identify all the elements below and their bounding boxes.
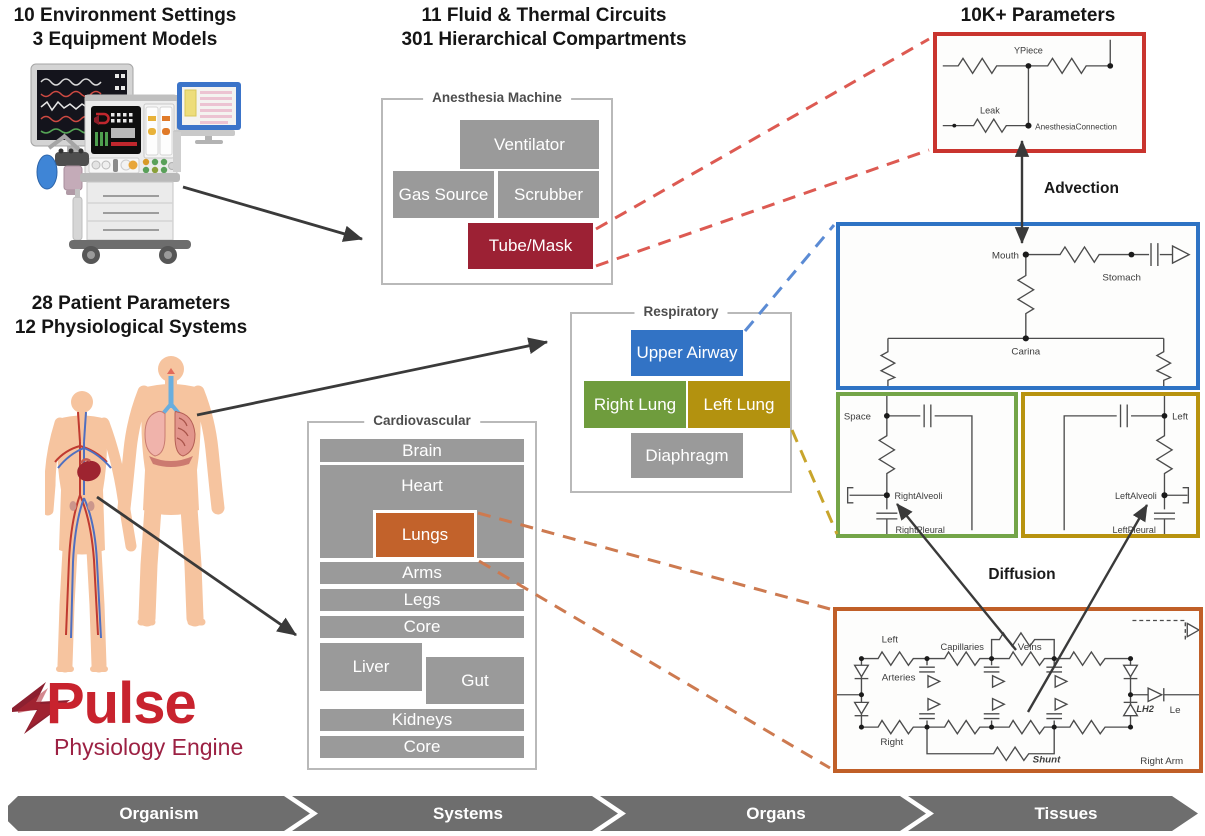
left-alveoli-label: LeftAlveoli	[1115, 491, 1157, 501]
lungs-block: Lungs	[373, 510, 477, 560]
advection-label: Advection	[1044, 180, 1119, 197]
scale-tissues-chevron: Tissues	[908, 796, 1198, 831]
tube-mask-zoom-dash-top	[595, 37, 930, 231]
circuits-heading: 11 Fluid & Thermal Circuits 301 Hierarch…	[378, 4, 710, 52]
diaphragm-block: Diaphragm	[631, 433, 743, 478]
left-lung-block: Left Lung	[688, 381, 790, 428]
anesthesia-circuit-box: YPiece Leak AnesthesiaConnection	[933, 32, 1146, 153]
right-lung-circuit-box: Space RightAlveoli RightPleural	[836, 392, 1018, 538]
right-arm-label: Right Arm	[1140, 756, 1183, 767]
environment-heading: 10 Environment Settings 3 Equipment Mode…	[6, 4, 244, 52]
lh2-label: LH2	[1136, 704, 1154, 714]
circuits-heading-line2: 301 Hierarchical Compartments	[401, 29, 687, 50]
scrubber-block: Scrubber	[498, 171, 599, 218]
scale-organs-chevron: Organs	[600, 796, 926, 831]
capillaries-label: Capillaries	[941, 642, 985, 652]
upper-airway-circuit-box: Mouth Stomach Carina	[836, 222, 1200, 390]
carina-label: Carina	[1011, 347, 1040, 358]
legs-block: Legs	[320, 589, 524, 611]
logo-tagline: Physiology Engine	[54, 734, 244, 760]
kidneys-block: Kidneys	[320, 709, 524, 731]
cardio-left-label: Left	[882, 635, 899, 646]
arteries-label: Arteries	[882, 673, 916, 684]
scale-systems-label: Systems	[433, 803, 503, 823]
parameters-heading-line: 10K+ Parameters	[960, 5, 1116, 26]
anesthesia-machine-box-title: Anesthesia Machine	[423, 90, 571, 105]
core-block: Core	[320, 616, 524, 638]
patient-heading-line2: 12 Physiological Systems	[14, 317, 248, 338]
cardiovascular-box-title: Cardiovascular	[364, 413, 480, 428]
pulse-bolt-icon	[12, 682, 70, 734]
cardiovascular-circuit-box: Left Arteries Capillaries Veins Right Sh…	[833, 607, 1203, 773]
environment-heading-line1: 10 Environment Settings	[13, 5, 237, 26]
cardio-le-label: Le	[1170, 705, 1181, 716]
respiratory-box: Respiratory Upper Airway Right Lung Left…	[570, 304, 792, 493]
mouth-label: Mouth	[992, 250, 1019, 261]
left-dead-space-label: Left	[1172, 412, 1188, 423]
respiratory-figure	[117, 356, 225, 627]
right-lung-block: Right Lung	[584, 381, 686, 428]
tube-mask-block: Tube/Mask	[468, 223, 593, 269]
respiratory-box-title: Respiratory	[634, 304, 728, 319]
scale-systems-chevron: Systems	[292, 796, 618, 831]
scale-organism-chevron: Organism	[8, 796, 310, 831]
right-dead-space-label: Space	[844, 412, 871, 423]
veins-label: Veins	[1018, 642, 1042, 653]
liver-block: Liver	[320, 643, 422, 691]
diffusion-label: Diffusion	[988, 566, 1056, 583]
anesthesia-machine-illustration	[30, 63, 241, 264]
ventilator-block: Ventilator	[460, 120, 599, 169]
brain-block: Brain	[320, 439, 524, 462]
logo-name: Pulse	[46, 671, 197, 736]
right-alveoli-label: RightAlveoli	[894, 491, 942, 501]
ypiece-label: YPiece	[1014, 46, 1043, 56]
upper-airway-block: Upper Airway	[631, 330, 743, 376]
scale-tissues-label: Tissues	[1034, 803, 1098, 823]
circuits-heading-line1: 11 Fluid & Thermal Circuits	[421, 5, 667, 26]
cardio-right-label: Right	[880, 737, 903, 748]
gas-source-block: Gas Source	[393, 171, 494, 218]
scale-organs-label: Organs	[746, 803, 806, 823]
cardiovascular-box: Cardiovascular Brain Heart Lungs Arms Le…	[307, 413, 537, 770]
left-pleural-label: LeftPleural	[1113, 525, 1156, 534]
left-lung-zoom-dash	[790, 429, 839, 535]
anesthesia-machine-box: Anesthesia Machine Ventilator Gas Source…	[381, 90, 613, 285]
arms-block: Arms	[320, 562, 524, 584]
environment-heading-line2: 3 Equipment Models	[32, 29, 218, 50]
patient-heading-line1: 28 Patient Parameters	[31, 293, 231, 314]
stomach-label: Stomach	[1102, 272, 1141, 283]
circulatory-figure	[45, 391, 137, 673]
parameters-heading: 10K+ Parameters	[938, 4, 1138, 28]
anesthesia-connection-label: AnesthesiaConnection	[1035, 122, 1117, 131]
scale-organism-label: Organism	[119, 803, 199, 823]
core2-block: Core	[320, 736, 524, 758]
patient-heading: 28 Patient Parameters 12 Physiological S…	[8, 292, 254, 340]
right-pleural-label: RightPleural	[895, 525, 944, 534]
pulse-logo: Pulse Physiology Engine	[10, 671, 270, 781]
gut-block: Gut	[426, 657, 524, 704]
left-lung-circuit-box: Left LeftAlveoli LeftPleural	[1021, 392, 1200, 538]
human-anatomy-figures-illustration	[45, 356, 225, 673]
leak-label: Leak	[980, 106, 1000, 116]
shunt-label: Shunt	[1033, 754, 1061, 765]
